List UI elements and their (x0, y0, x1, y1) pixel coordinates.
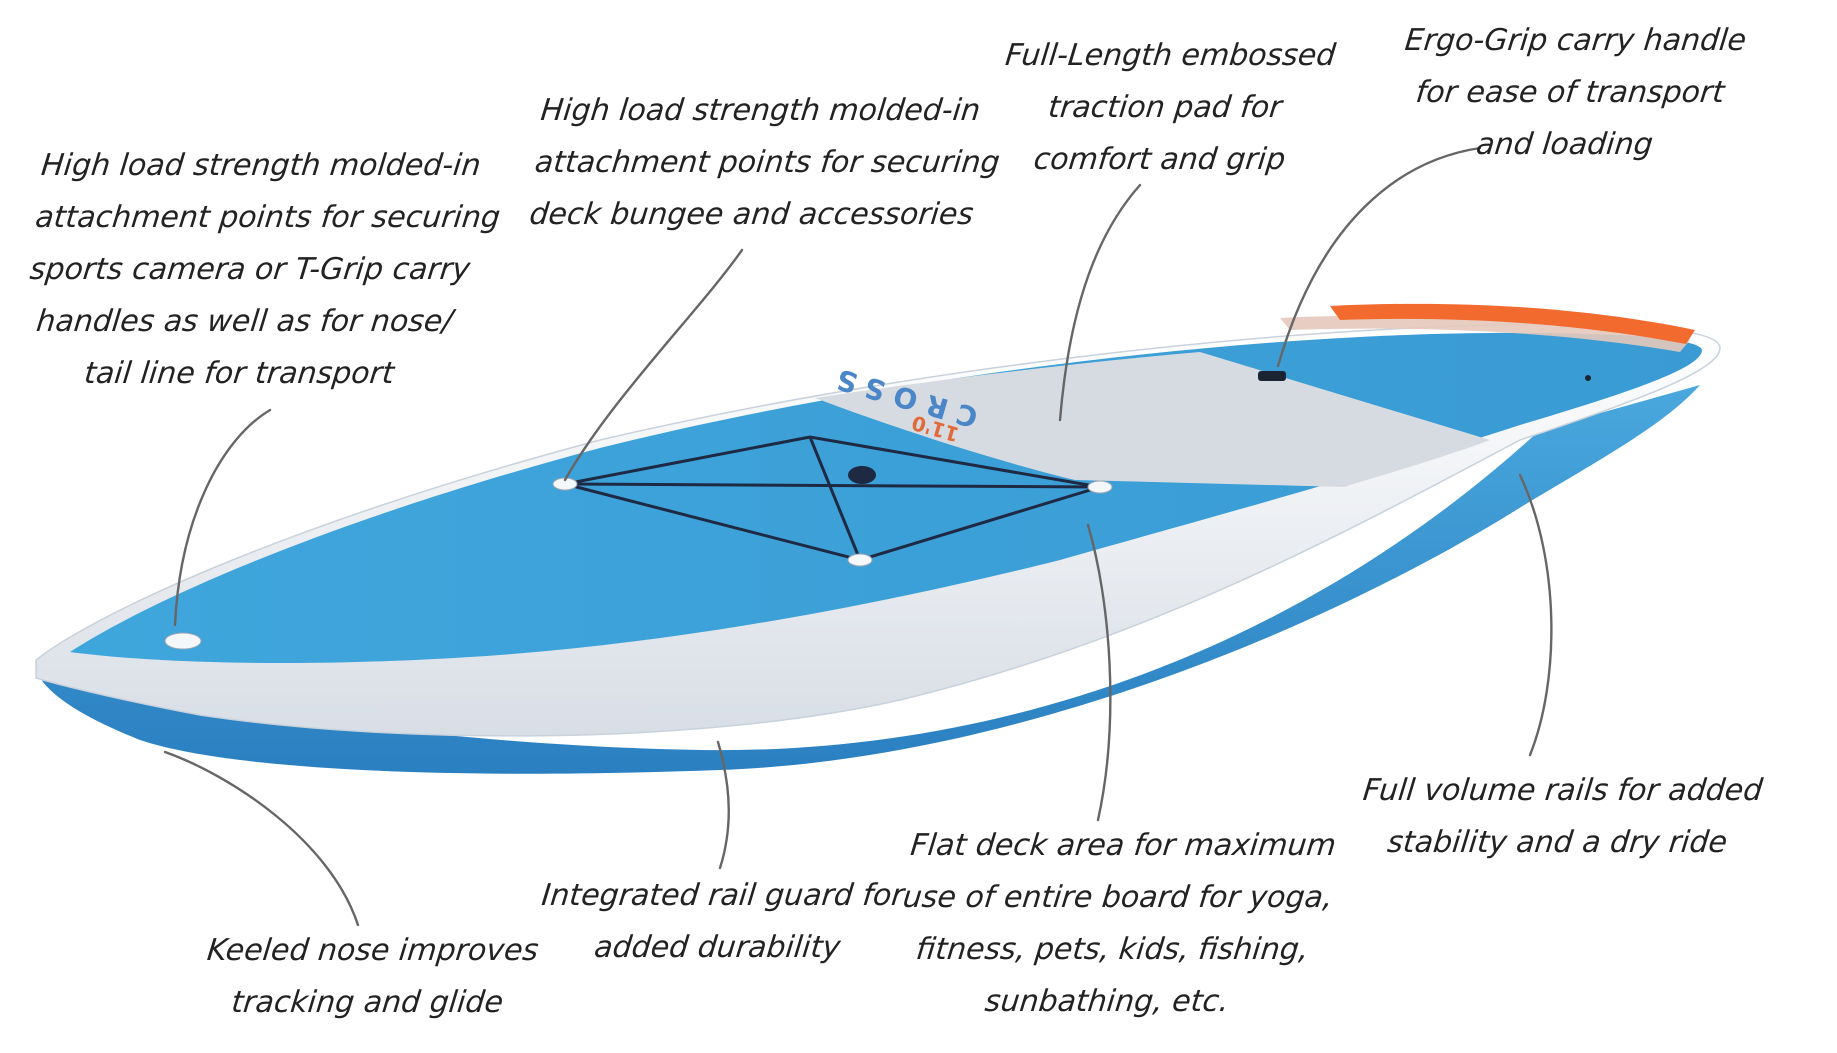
carry-handle (1258, 371, 1286, 381)
leader-flat-deck (1086, 523, 1112, 822)
callout-line: Full volume rails for added (1361, 773, 1765, 808)
callout-line: use of entire board for yoga, (901, 880, 1335, 915)
leader-deck-attachment (563, 248, 744, 482)
leader-traction-pad (1058, 183, 1142, 422)
callout-line: Flat deck area for maximum (908, 828, 1338, 863)
callout-line: sunbathing, etc. (983, 984, 1231, 1019)
callout-line: High load strength molded-in (539, 93, 983, 128)
callout-nose-attachment: High load strength molded-in attachment … (16, 140, 502, 400)
tail-stripe-orange (1330, 303, 1695, 344)
callout-carry-handle: Ergo-Grip carry handle for ease of trans… (1382, 15, 1758, 171)
callout-line: tail line for transport (82, 356, 396, 391)
bungee-buckle (848, 466, 876, 484)
callout-full-volume-rails: Full volume rails for added stability an… (1335, 765, 1786, 869)
attachment-point-nose (164, 632, 202, 650)
callout-line: for ease of transport (1414, 75, 1727, 110)
callout-line: attachment points for securing (533, 145, 1002, 180)
leader-full-volume-rails (1518, 473, 1553, 757)
callout-line: attachment points for securing (33, 200, 502, 235)
callout-line: added durability (592, 930, 843, 965)
callout-line: handles as well as for nose/ (34, 304, 455, 339)
leader-rail-guard (716, 740, 730, 870)
leader-nose-attachment (173, 408, 272, 627)
callout-line: High load strength molded-in (39, 148, 483, 183)
callout-line: Keeled nose improves (205, 933, 541, 968)
callout-line: sports camera or T-Grip carry (28, 252, 472, 287)
board-hull (40, 385, 1700, 774)
callout-line: fitness, pets, kids, fishing, (914, 932, 1311, 967)
deck-plug-tail (1585, 375, 1591, 381)
traction-pad (815, 352, 1490, 487)
callout-line: Ergo-Grip carry handle (1403, 23, 1748, 58)
attachment-point-deck-right (1087, 480, 1113, 494)
callout-keeled-nose: Keeled nose improves tracking and glide (195, 925, 546, 1029)
callout-line: tracking and glide (229, 985, 505, 1020)
tail-stripe-light (1280, 315, 1690, 352)
callout-line: stability and a dry ride (1385, 825, 1729, 860)
callout-line: comfort and grip (1032, 142, 1288, 177)
callout-flat-deck: Flat deck area for maximum use of entire… (884, 820, 1346, 1028)
callout-line: Integrated rail guard for (539, 878, 906, 913)
callout-line: Full-Length embossed (1003, 38, 1338, 73)
callout-line: deck bungee and accessories (527, 197, 976, 232)
callout-deck-attachment: High load strength molded-in attachment … (527, 85, 1002, 241)
attachment-point-deck-bottom (847, 553, 873, 567)
leader-keeled-nose (163, 750, 360, 927)
callout-rail-guard: Integrated rail guard for added durabili… (515, 870, 926, 974)
callout-line: and loading (1474, 127, 1655, 162)
callout-line: traction pad for (1046, 90, 1284, 125)
callout-traction-pad: Full-Length embossed traction pad for co… (992, 30, 1338, 186)
leader-carry-handle (1276, 146, 1482, 368)
